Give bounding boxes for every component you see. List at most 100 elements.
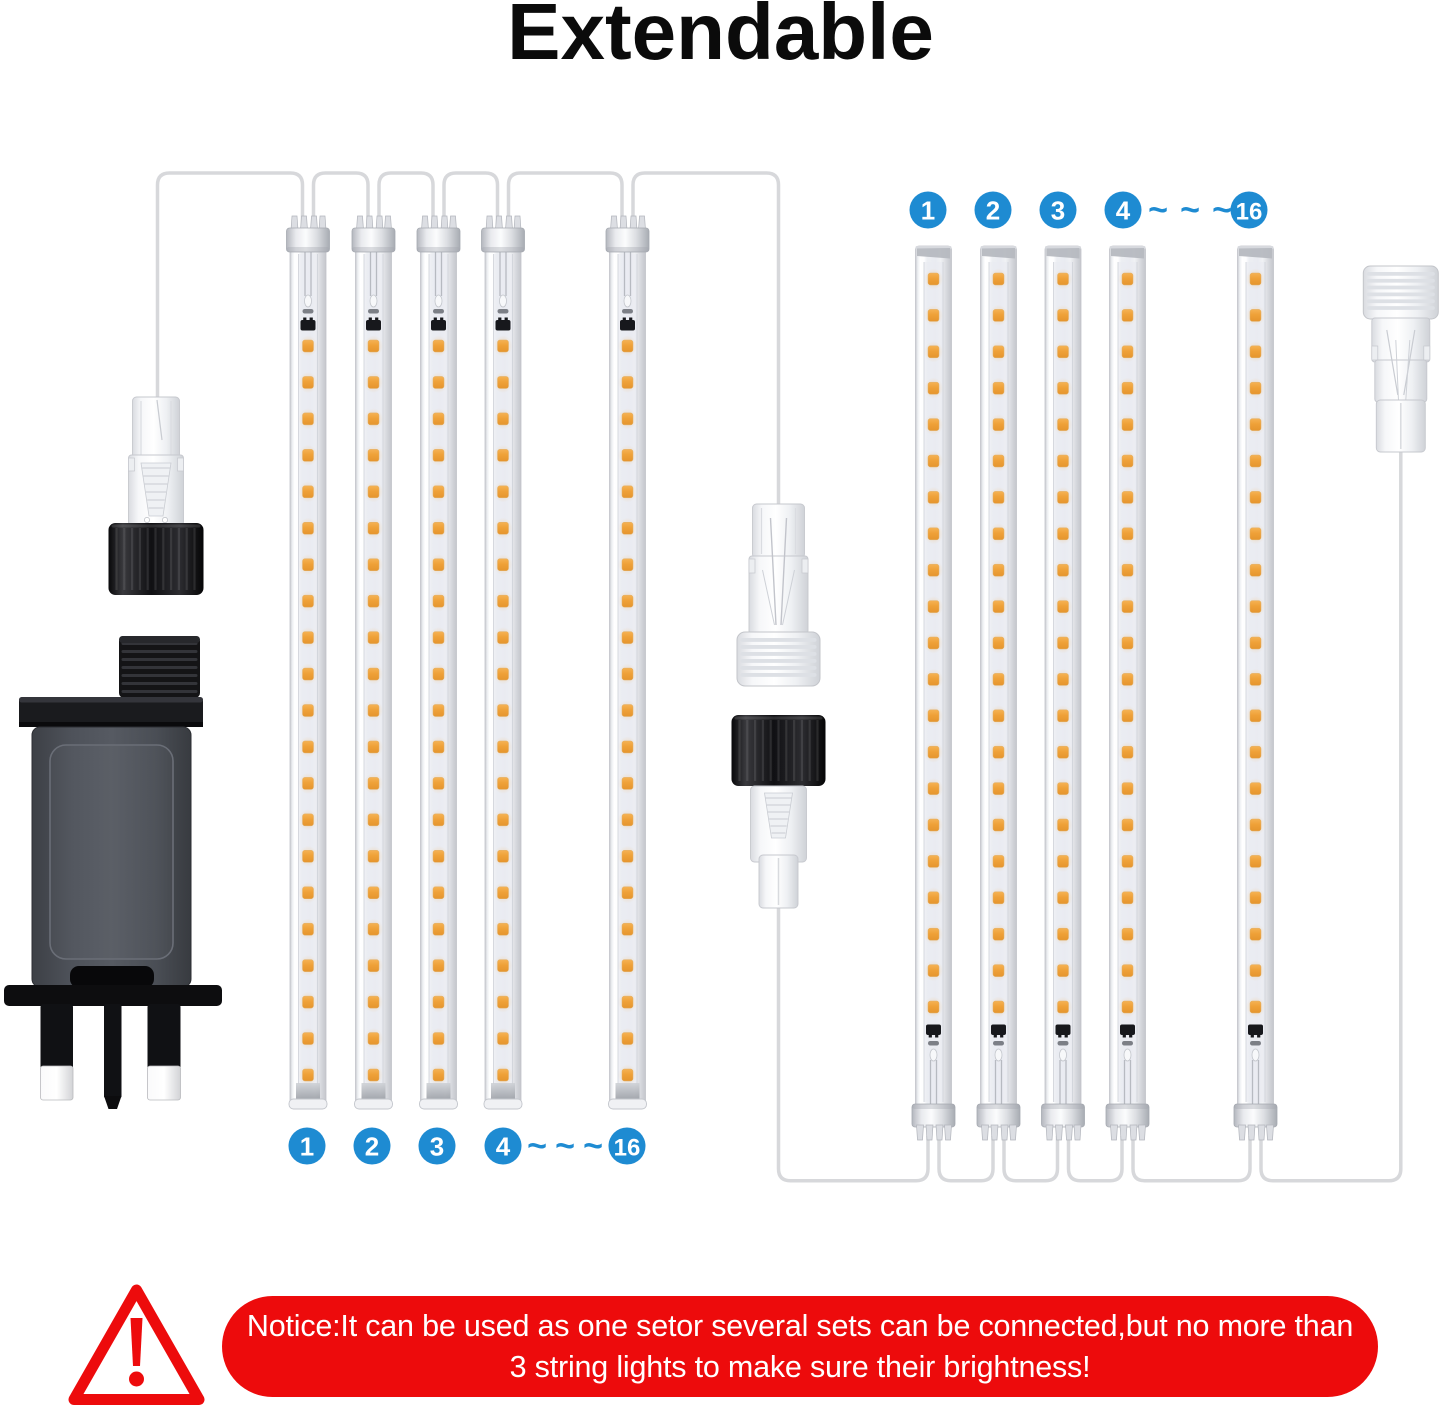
- cap-prong: [1055, 1124, 1063, 1141]
- led-chip: [1121, 1000, 1134, 1014]
- led-chip: [302, 449, 314, 462]
- tube-cap-collar: [1105, 1103, 1150, 1128]
- led-chip: [927, 527, 940, 541]
- led-chip: [302, 594, 314, 608]
- led-chip: [497, 558, 509, 571]
- strip-mark: [1057, 1041, 1069, 1046]
- led-chip: [497, 594, 509, 608]
- led-chip: [1057, 381, 1069, 395]
- tube-cap-collar: [1233, 1103, 1278, 1128]
- led-chip: [1121, 563, 1134, 577]
- ellipsis-tilde: ~: [1212, 191, 1232, 229]
- led-tube: [351, 215, 396, 1110]
- cap-prong: [916, 1124, 924, 1141]
- led-chip: [302, 850, 314, 863]
- led-chip: [432, 959, 445, 972]
- tube-end-block: [426, 1083, 451, 1100]
- strip-ic-chip: [495, 320, 511, 331]
- led-chip: [621, 886, 634, 899]
- led-chip: [621, 412, 634, 426]
- led-chip: [497, 959, 509, 972]
- led-chip: [621, 667, 634, 681]
- ellipsis-tilde: ~: [555, 1127, 575, 1165]
- wire: [506, 171, 624, 235]
- cap-prong: [1247, 1124, 1256, 1141]
- cap-prong: [1129, 1124, 1138, 1141]
- strip-mark: [368, 309, 379, 314]
- tube-inner-pin: [929, 1048, 938, 1062]
- led-chip: [432, 449, 445, 462]
- strip-ic-chip: [366, 320, 381, 331]
- led-chip: [1249, 818, 1262, 832]
- wire: [155, 171, 305, 400]
- led-chip: [497, 339, 509, 353]
- led-chip: [497, 995, 509, 1009]
- tube-number: 4: [496, 1131, 511, 1161]
- led-chip: [1057, 1000, 1069, 1014]
- led-chip: [1121, 600, 1134, 613]
- led-chip: [367, 740, 380, 754]
- cap-prong: [944, 1124, 952, 1141]
- led-chip: [1249, 272, 1262, 286]
- tube-inner-pin: [623, 294, 632, 308]
- led-chip: [992, 636, 1005, 650]
- wire: [377, 171, 435, 235]
- led-chip: [1249, 745, 1262, 759]
- tube-end-rim: [608, 1098, 647, 1110]
- led-chip: [927, 563, 940, 577]
- led-chip: [1249, 527, 1262, 541]
- cap-prong: [1009, 1124, 1017, 1141]
- led-chip: [1057, 709, 1069, 723]
- tube-inner-pin: [499, 294, 507, 308]
- led-chip: [497, 704, 509, 717]
- led-tube: [286, 215, 330, 1110]
- led-chip: [367, 412, 380, 426]
- cap-prong: [1257, 1124, 1266, 1141]
- strip-mark: [433, 309, 444, 314]
- led-chip: [621, 850, 634, 863]
- led-chip: [302, 922, 314, 936]
- led-chip: [367, 886, 380, 899]
- led-chip: [927, 855, 940, 868]
- led-chip: [621, 777, 634, 790]
- tube-inner-pin: [1123, 1048, 1132, 1062]
- led-chip: [1057, 964, 1069, 977]
- led-chip: [927, 673, 940, 686]
- tube-number: 2: [365, 1131, 379, 1161]
- warning-triangle-icon: [68, 1284, 205, 1405]
- led-chip: [992, 927, 1005, 941]
- led-chip: [302, 376, 314, 389]
- led-chip: [1249, 491, 1262, 504]
- power-plug-connector: [108, 396, 204, 595]
- strip-mark: [993, 1041, 1004, 1046]
- ellipsis-tilde: ~: [527, 1127, 547, 1165]
- led-chip: [621, 704, 634, 717]
- led-chip: [927, 709, 940, 723]
- led-chip: [992, 891, 1005, 905]
- led-chip: [367, 1032, 380, 1045]
- led-chip: [1057, 418, 1069, 431]
- led-chip: [1121, 891, 1134, 905]
- led-chip: [497, 886, 509, 899]
- strip-ic-chip: [300, 320, 316, 331]
- led-chip: [1121, 855, 1134, 868]
- led-chip: [1249, 891, 1262, 905]
- led-chip: [432, 522, 445, 535]
- wire: [1131, 1136, 1252, 1183]
- strip-ic-chip: [991, 1024, 1006, 1035]
- led-chip: [1249, 345, 1262, 359]
- led-chip: [621, 449, 634, 462]
- tube-cap-collar: [286, 227, 330, 253]
- led-chip: [1057, 818, 1069, 832]
- led-chip: [497, 813, 509, 827]
- led-chip: [497, 1068, 509, 1082]
- led-chip: [1121, 964, 1134, 977]
- led-chip: [302, 1032, 314, 1045]
- wire: [631, 171, 781, 510]
- led-chip: [621, 959, 634, 972]
- led-chip: [992, 745, 1005, 759]
- led-chip: [302, 740, 314, 754]
- led-chip: [1249, 418, 1262, 431]
- led-chip: [992, 855, 1005, 868]
